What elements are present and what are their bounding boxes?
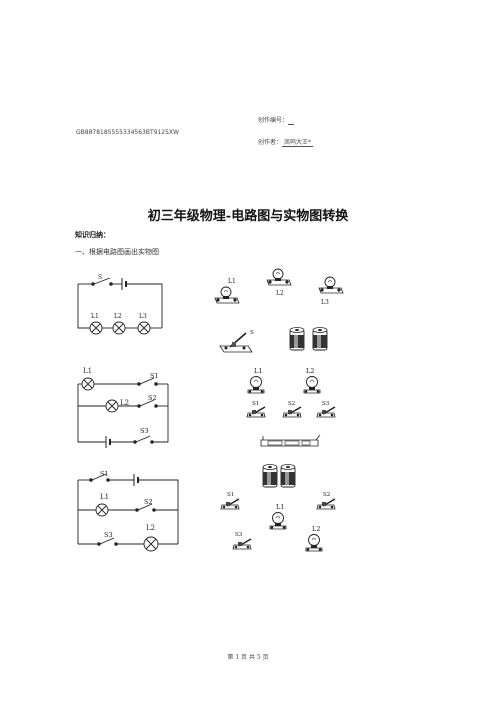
section-item-1: 一、根据电路图画出实物图: [75, 248, 159, 256]
part-3-switch-label: S1: [227, 492, 234, 498]
lamp-part-L2: [303, 376, 321, 394]
schematic-3-switch-label: S2: [144, 498, 153, 506]
schematic-3-lamp-label: L2: [146, 524, 155, 532]
part-3-lamp-label: L1: [276, 503, 284, 511]
parts-2: L1 L2 S1 S2 S3: [246, 367, 336, 447]
lamp-part-L1: [269, 512, 287, 530]
battery-part: [312, 327, 328, 351]
part-3-lamp-label: L2: [312, 525, 320, 533]
part-1-lamp-label: L2: [276, 290, 284, 297]
switch-part-S2: [282, 406, 302, 418]
lamp-part-L2: [266, 268, 292, 286]
lamp-part-L1: [247, 376, 265, 394]
schematic-3-lamp-label: L1: [100, 493, 109, 501]
part-2-lamp-label: L2: [306, 367, 314, 375]
part-1-lamp-label: L3: [321, 299, 329, 306]
page-number: 第 1 页 共 5 页: [227, 654, 269, 661]
schematic-1-lamp-label: L2: [114, 313, 122, 320]
schematic-3: S1 L1 S2 S3 L2: [77, 470, 179, 552]
switch-part-S1: [246, 406, 266, 418]
part-3-switch-label: S2: [323, 492, 330, 498]
part-2-switch-label: S1: [252, 401, 259, 407]
switch-part-S1: [220, 498, 240, 510]
schematic-2-switch-label: S1: [150, 372, 159, 380]
author-line: 创作者：凤呜大王*: [258, 139, 314, 147]
switch-part-S3: [316, 406, 336, 418]
part-1-lamp-label: L1: [228, 278, 236, 285]
part-2-switch-label: S2: [288, 401, 295, 407]
battery-part: [262, 464, 278, 488]
creation-number-label: 创作编号：: [258, 117, 294, 125]
switch-part-S: [219, 332, 253, 353]
schematic-1-switch-label: S: [98, 274, 102, 281]
part-2-switch-label: S3: [322, 401, 330, 407]
lamp-part-L3: [318, 276, 344, 294]
battery-box-part: [260, 434, 321, 447]
switch-part-S2: [316, 498, 336, 510]
lamp-part-L2: [305, 534, 323, 552]
schematic-2-lamp-label: L2: [120, 399, 129, 407]
part-3-switch-label: S3: [235, 532, 243, 538]
schematic-1: S L1 L2 L3: [77, 274, 163, 335]
lamp-part-L1: [214, 286, 240, 304]
schematic-1-lamp-label: L1: [91, 313, 99, 320]
schematic-3-switch-label: S1: [100, 470, 109, 478]
part-1-switch-label: S: [250, 330, 254, 336]
author-name: 凤呜大王*: [282, 139, 314, 147]
page-title: 初三年级物理-电路图与实物图转换: [147, 209, 349, 224]
battery-part: [289, 327, 305, 351]
part-2-lamp-label: L1: [254, 367, 262, 375]
schematic-2-lamp-label: L1: [83, 367, 92, 375]
schematic-2-switch-label: S3: [140, 427, 149, 435]
switch-part-S3: [232, 538, 252, 550]
parts-1: L1 L2 L3 S: [214, 268, 344, 353]
parts-3: S1 S2 S3 L1 L2: [220, 464, 336, 552]
schematic-2: L1 L2 S1 S2 S3: [77, 367, 169, 448]
battery-part: [280, 464, 296, 488]
creation-number-value: GB8878185555334563BT9125XW: [76, 129, 179, 136]
schematic-2-switch-label: S2: [148, 394, 157, 402]
schematic-3-switch-label: S3: [104, 531, 113, 539]
schematic-1-lamp-label: L3: [139, 313, 147, 320]
section-heading: 知识归纳：: [75, 231, 110, 239]
